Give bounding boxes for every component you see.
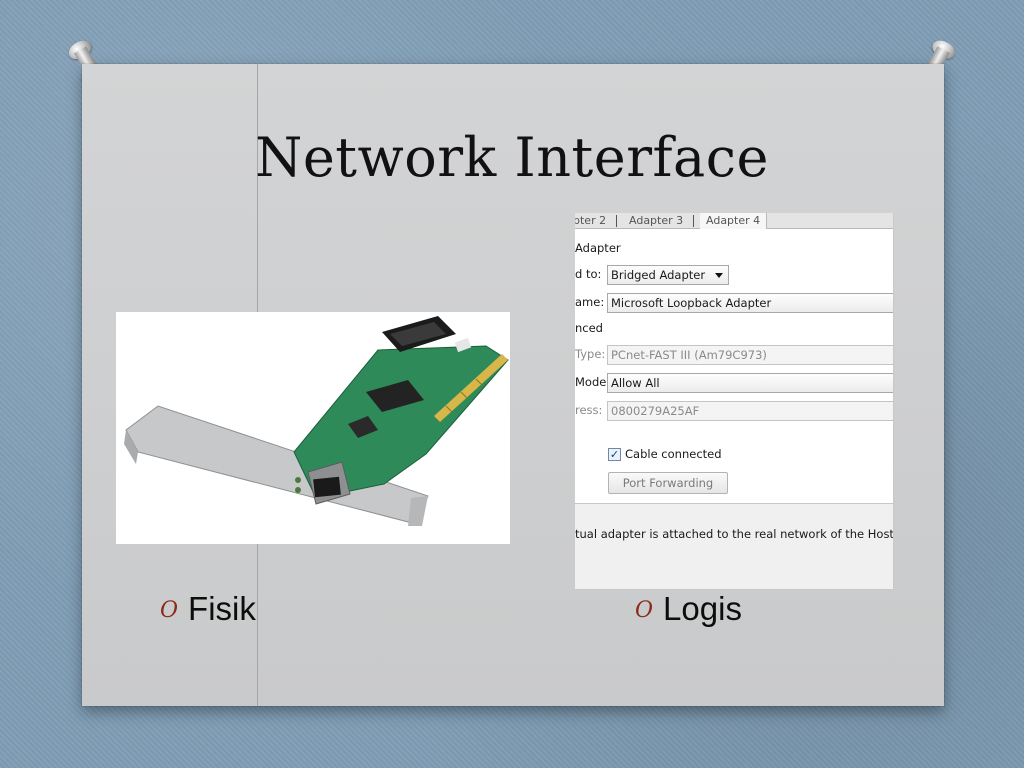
adapter-settings-content: Adapter d to: Bridged Adapter ame: Micro… <box>575 229 893 504</box>
cable-connected-checkbox[interactable]: ✓ <box>608 448 621 461</box>
mac-address-label: ress: <box>575 403 603 417</box>
bullet-fisik-text: Fisik <box>188 590 256 627</box>
adapter-type-dropdown: PCnet-FAST III (Am79C973) <box>607 345 893 365</box>
adapter-type-value: PCnet-FAST III (Am79C973) <box>611 348 767 362</box>
name-dropdown[interactable]: Microsoft Loopback Adapter <box>607 293 893 313</box>
promiscuous-mode-dropdown[interactable]: Allow All <box>607 373 893 393</box>
tab-separator <box>693 215 694 227</box>
chevron-down-icon <box>715 273 723 278</box>
attached-to-dropdown[interactable]: Bridged Adapter <box>607 265 729 285</box>
bullet-mark-icon: O <box>160 598 179 623</box>
port-forwarding-button[interactable]: Port Forwarding <box>608 472 728 494</box>
adapter-tabs: pter 2 Adapter 3 Adapter 4 <box>575 213 893 229</box>
network-card-image <box>124 316 509 526</box>
adapter-type-label: Type: <box>575 347 606 361</box>
advanced-label[interactable]: nced <box>575 321 603 335</box>
tab-adapter-4[interactable]: Adapter 4 <box>700 213 768 229</box>
bullet-fisik: O Fisik <box>160 590 256 628</box>
bullet-logis-text: Logis <box>663 590 742 627</box>
tab-separator <box>616 215 617 227</box>
name-value: Microsoft Loopback Adapter <box>611 296 772 310</box>
slide-title: Network Interface <box>255 126 769 189</box>
tab-adapter-2[interactable]: pter 2 <box>575 214 607 227</box>
cable-connected-label[interactable]: Cable connected <box>625 447 722 461</box>
promiscuous-mode-label: Mode: <box>575 375 611 389</box>
attached-to-label: d to: <box>575 267 602 281</box>
network-settings-panel: pter 2 Adapter 3 Adapter 4 Adapter d to:… <box>575 213 894 590</box>
mac-address-value: 0800279A25AF <box>611 404 700 418</box>
bullet-mark-icon: O <box>635 598 654 623</box>
section-label: Adapter <box>575 241 621 255</box>
name-label: ame: <box>575 295 605 309</box>
tab-adapter-3[interactable]: Adapter 3 <box>629 214 684 227</box>
mac-address-field: 0800279A25AF <box>607 401 893 421</box>
adapter-description: tual adapter is attached to the real net… <box>575 527 894 541</box>
bullet-logis: O Logis <box>635 590 742 628</box>
promiscuous-mode-value: Allow All <box>611 376 660 390</box>
network-card-photo <box>116 312 510 544</box>
attached-to-value: Bridged Adapter <box>611 268 706 282</box>
